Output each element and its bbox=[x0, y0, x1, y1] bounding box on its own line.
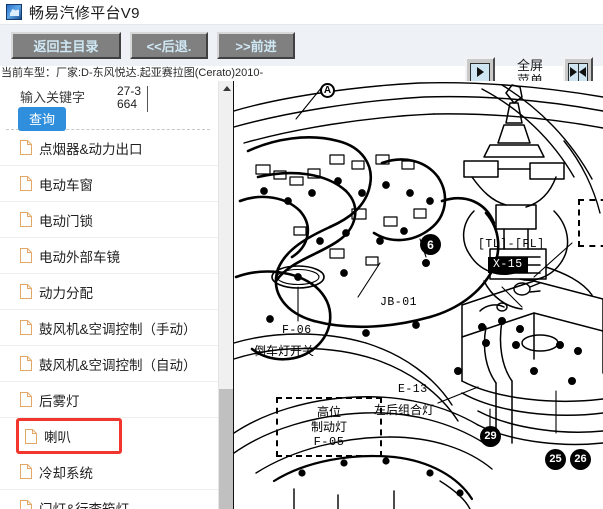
stop-lamp-code: F-05 bbox=[313, 434, 345, 449]
high-mount-stop-lamp-box: 高位 制动灯 F-05 bbox=[276, 397, 382, 457]
current-vehicle-bar: 当前车型：厂家:D-东风悦达.起亚赛拉图(Cerato)2010- bbox=[1, 67, 264, 79]
back-button[interactable]: <<后退. bbox=[130, 32, 208, 59]
sidebar-item-label: 冷却系统 bbox=[39, 465, 93, 481]
return-to-main-menu-button[interactable]: 返回主目录 bbox=[11, 32, 121, 59]
sidebar-panel: 输入关键字 27-3664 查询 点烟器&动力出口电动车窗电动门锁电动外部车镜动… bbox=[0, 81, 218, 509]
keyword-input-label: 输入关键字 bbox=[20, 90, 86, 105]
callout-25: 25 bbox=[545, 449, 566, 470]
title-bar: 畅易汽修平台V9 bbox=[0, 0, 603, 24]
document-icon bbox=[20, 140, 32, 155]
label-f-06-description: 倒车灯开关 bbox=[254, 344, 315, 358]
keyword-search-area: 输入关键字 27-3664 查询 bbox=[0, 81, 218, 131]
callout-29: 29 bbox=[480, 426, 501, 447]
document-icon bbox=[20, 212, 32, 227]
sidebar-item-label: 电动车窗 bbox=[39, 177, 93, 193]
sidebar-item-9[interactable]: 冷却系统 bbox=[0, 454, 218, 490]
main-toolbar: 返回主目录 <<后退. >>前进 全屏 菜单 bbox=[0, 24, 603, 88]
document-icon bbox=[20, 320, 32, 335]
document-icon bbox=[20, 500, 32, 509]
text-caret bbox=[147, 86, 148, 112]
app-logo-icon bbox=[6, 4, 22, 20]
sidebar-item-3[interactable]: 电动外部车镜 bbox=[0, 238, 218, 274]
sidebar-item-label: 门灯&行李箱灯 bbox=[39, 501, 130, 509]
fullscreen-label-line1: 全屏 bbox=[516, 58, 543, 73]
split-pane-icon bbox=[568, 62, 588, 82]
callout-26: 26 bbox=[570, 449, 591, 470]
sidebar-item-label: 鼓风机&空调控制（自动） bbox=[39, 357, 197, 373]
sidebar-item-label: 动力分配 bbox=[39, 285, 93, 301]
document-icon bbox=[20, 356, 32, 371]
sidebar-item-label: 鼓风机&空调控制（手动） bbox=[39, 321, 197, 337]
scrollbar-thumb[interactable] bbox=[219, 389, 234, 509]
label-e-13-description: 左后组合灯 bbox=[374, 403, 435, 417]
partial-dashed-box-right bbox=[578, 199, 603, 247]
sidebar-item-label: 电动外部车镜 bbox=[39, 249, 120, 265]
stop-lamp-line2: 制动灯 bbox=[310, 419, 347, 434]
sidebar-divider bbox=[6, 129, 210, 130]
sidebar-item-label: 电动门锁 bbox=[39, 213, 93, 229]
callout-letter-a: A bbox=[320, 83, 335, 98]
sidebar-item-2[interactable]: 电动门锁 bbox=[0, 202, 218, 238]
label-jb-01: JB-01 bbox=[380, 296, 418, 309]
document-icon bbox=[20, 392, 32, 407]
sidebar-item-8[interactable]: 喇叭 bbox=[16, 418, 122, 454]
callout-6: 6 bbox=[420, 234, 441, 255]
document-icon bbox=[20, 176, 32, 191]
stop-lamp-line1: 高位 bbox=[316, 404, 341, 419]
label-x-15: X-15 bbox=[488, 257, 528, 273]
sidebar-scrollbar[interactable] bbox=[218, 81, 234, 509]
sidebar-item-4[interactable]: 动力分配 bbox=[0, 274, 218, 310]
document-icon bbox=[20, 464, 32, 479]
scroll-up-arrow-icon[interactable] bbox=[219, 81, 234, 96]
label-tl-fl: [TL]-[FL] bbox=[478, 238, 545, 251]
sidebar-item-10[interactable]: 门灯&行李箱灯 bbox=[0, 490, 218, 509]
label-e-13: E-13 bbox=[398, 383, 428, 396]
sidebar-item-label: 喇叭 bbox=[44, 430, 71, 445]
document-icon bbox=[25, 428, 37, 444]
document-icon bbox=[20, 284, 32, 299]
sidebar-nav-list: 点烟器&动力出口电动车窗电动门锁电动外部车镜动力分配鼓风机&空调控制（手动） 鼓风… bbox=[0, 130, 218, 509]
wiring-diagram-viewport[interactable]: A JB-01 F-06 倒车灯开关 高位 制动灯 F-05 E-13 左后组合… bbox=[234, 81, 603, 509]
sidebar-item-label: 点烟器&动力出口 bbox=[39, 141, 143, 157]
sidebar-item-0[interactable]: 点烟器&动力出口 bbox=[0, 130, 218, 166]
sidebar-item-6[interactable]: 鼓风机&空调控制（自动） bbox=[0, 346, 218, 382]
sidebar-item-label: 后雾灯 bbox=[39, 393, 80, 409]
sidebar-item-7[interactable]: 后雾灯 bbox=[0, 382, 218, 418]
sidebar-item-5[interactable]: 鼓风机&空调控制（手动） bbox=[0, 310, 218, 346]
sidebar-item-1[interactable]: 电动车窗 bbox=[0, 166, 218, 202]
wiring-diagram-graphic bbox=[234, 81, 603, 509]
document-icon bbox=[20, 248, 32, 263]
keyword-input-value[interactable]: 27-3664 bbox=[117, 84, 142, 111]
search-submit-button[interactable]: 查询 bbox=[18, 107, 67, 131]
forward-button[interactable]: >>前进 bbox=[217, 32, 295, 59]
label-f-06: F-06 bbox=[282, 324, 312, 337]
window-title: 畅易汽修平台V9 bbox=[29, 4, 140, 22]
